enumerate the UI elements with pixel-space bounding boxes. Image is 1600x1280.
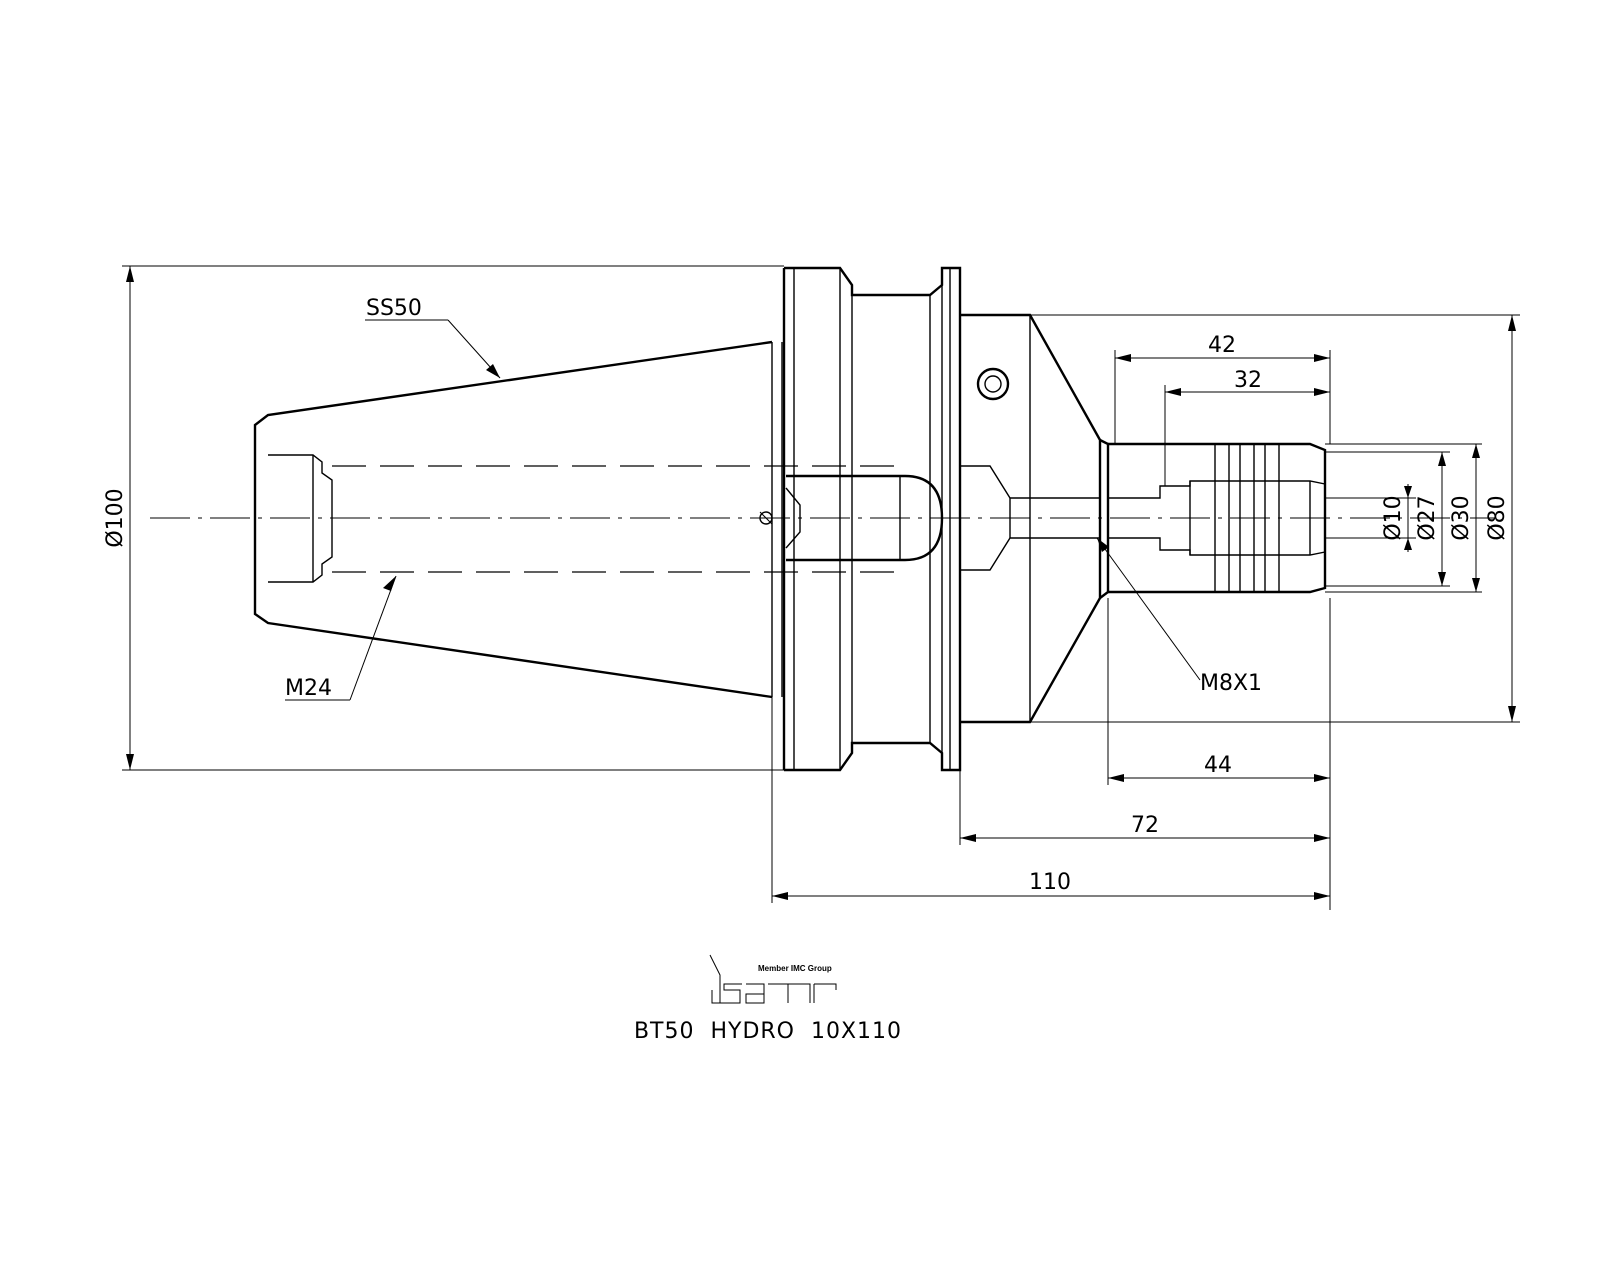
set-screw-icon	[976, 367, 1010, 401]
dim-length-44: 44	[1107, 598, 1331, 910]
label-length-110: 110	[1029, 870, 1071, 895]
label-diameter-30: Ø30	[1449, 495, 1474, 540]
label-length-44: 44	[1204, 753, 1232, 778]
leader-ss50: SS50	[365, 296, 501, 379]
label-diameter-27: Ø27	[1415, 495, 1440, 540]
leader-m24: M24	[285, 575, 397, 701]
leader-m8x1: M8X1	[1096, 537, 1262, 696]
dim-diameter-10: Ø10	[1325, 484, 1416, 552]
drawing-title: BT50 HYDRO 10X110	[634, 1019, 902, 1044]
dim-diameter-30: Ø30	[1325, 443, 1482, 593]
label-length-72: 72	[1131, 813, 1159, 838]
label-diameter-80: Ø80	[1485, 495, 1510, 540]
flange	[782, 266, 962, 772]
label-length-42: 42	[1208, 333, 1236, 358]
hydro-nose	[1099, 438, 1327, 599]
dim-length-32: 32	[1164, 368, 1330, 486]
logo-brand: iscar	[706, 996, 725, 1005]
dim-length-72: 72	[959, 770, 1330, 845]
label-diameter-10: Ø10	[1381, 495, 1406, 540]
label-ss50: SS50	[366, 296, 422, 321]
dim-length-42: 42	[1114, 333, 1331, 444]
dim-diameter-100: Ø100	[103, 265, 784, 771]
taper-shank	[253, 340, 895, 699]
dim-diameter-80: Ø80	[1030, 314, 1520, 723]
label-m8x1: M8X1	[1200, 671, 1262, 696]
logo-tagline: Member IMC Group	[758, 964, 832, 973]
label-diameter-100: Ø100	[103, 488, 128, 547]
label-m24: M24	[285, 676, 332, 701]
iscar-logo: Member IMC Group iscar	[706, 954, 837, 1005]
dim-length-110: 110	[771, 697, 1330, 903]
holder-body	[960, 313, 1102, 724]
label-length-32: 32	[1234, 368, 1262, 393]
dim-diameter-27: Ø27	[1325, 451, 1450, 587]
